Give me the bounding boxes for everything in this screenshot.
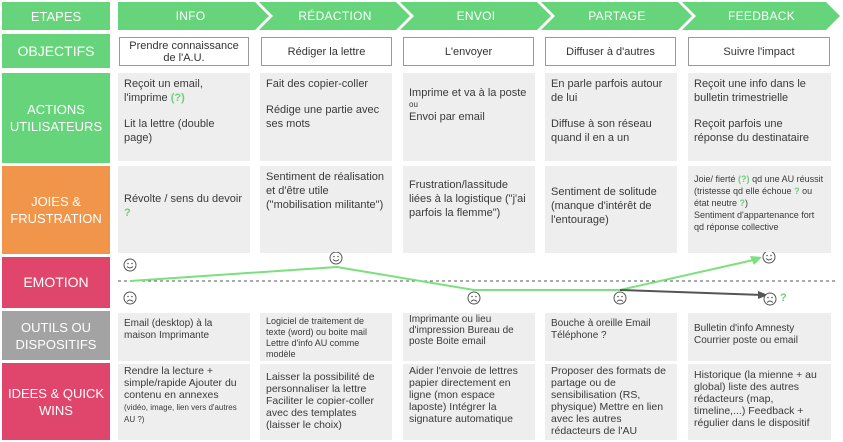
idees-info: Rendre la lecture + simple/rapide Ajoute… xyxy=(118,364,250,440)
idees-envoi: Aider l'envoie de lettres papier directe… xyxy=(403,364,535,440)
joies-feedback-b: qd une AU réussit (tristesse qd elle éch… xyxy=(694,174,824,196)
outils-feedback: Bulletin d'info Amnesty Courrier poste o… xyxy=(688,313,831,361)
row-label-outils: OUTILS OU DISPOSITIFS xyxy=(2,311,110,360)
face-happy-icon xyxy=(329,252,343,265)
outils-partage-text: Bouche à oreille Email Téléphone ? xyxy=(551,318,651,341)
row-label-objectifs: OBJECTIFS xyxy=(2,34,110,68)
row-label-actions: ACTIONS UTILISATEURS xyxy=(2,73,110,163)
chevron-feedback xyxy=(682,2,840,30)
joies-partage-text: Sentiment de solitude (manque d'intérêt … xyxy=(551,186,657,226)
chevron-redaction xyxy=(259,2,410,30)
actions-envoi: Imprime et va à la poste ou Envoi par em… xyxy=(403,73,535,161)
chevron-partage xyxy=(541,2,692,30)
idees-feedback: Historique (la mienne + au global) liste… xyxy=(688,364,831,440)
idees-feedback-text: Historique (la mienne + au global) liste… xyxy=(694,369,817,429)
arrow-head-dark xyxy=(758,291,768,299)
outils-envoi: Imprimante ou lieu d'impression Bureau d… xyxy=(403,313,535,361)
stage-envoi: ENVOI xyxy=(456,9,496,23)
question-mark: (?) xyxy=(738,174,750,184)
arrow-head-green xyxy=(750,256,762,265)
actions-info-a: Reçoit un email, l'imprime xyxy=(124,78,203,104)
idees-partage-text: Proposer des formats de partage ou de se… xyxy=(551,365,666,437)
stage-info: INFO xyxy=(175,9,206,23)
row-label-joies: JOIES & FRUSTRATION xyxy=(2,166,110,254)
idees-redaction: Laisser la possibilité de personnaliser … xyxy=(260,364,392,440)
joies-feedback-d: ) xyxy=(745,198,749,208)
objective-envoi: L'envoyer xyxy=(403,37,534,66)
joies-feedback-a: Joie/ fierté xyxy=(694,174,736,184)
actions-partage-b: Diffuse à son réseau quand il en a un xyxy=(551,118,652,144)
objective-info: Prendre connaissance de l'A.U. xyxy=(119,37,249,66)
face-happy-icon xyxy=(123,258,137,272)
stage-chevrons xyxy=(118,2,840,30)
row-label-emotion: EMOTION xyxy=(2,257,110,308)
objective-partage: Diffuser à d'autres xyxy=(545,37,676,66)
outils-partage: Bouche à oreille Email Téléphone ? xyxy=(545,313,677,361)
stage-redaction: RÉDACTION xyxy=(298,9,372,23)
question-mark: ? xyxy=(794,186,800,196)
joies-redaction-text: Sentiment de réalisation et d'être utile… xyxy=(266,171,385,211)
actions-feedback-a: Reçoit une info dans le bulletin trimest… xyxy=(694,78,806,104)
idees-info-b: (vidéo, image, lien vers d'autres AU ?) xyxy=(124,403,237,424)
face-sad-icon xyxy=(123,291,137,305)
outils-redaction-text: Logiciel de traitement de texte (word) o… xyxy=(266,316,368,359)
actions-feedback-b: Reçoit parfois une réponse du destinatai… xyxy=(694,118,809,144)
emotion-question-mark: ? xyxy=(780,292,787,304)
joies-partage: Sentiment de solitude (manque d'intérêt … xyxy=(545,166,677,253)
objective-feedback: Suivre l'impact xyxy=(688,37,830,66)
actions-partage-a: En parle parfois autour de lui xyxy=(551,78,663,104)
idees-partage: Proposer des formats de partage ou de se… xyxy=(545,364,677,440)
question-mark: ? xyxy=(124,207,131,219)
face-happy-icon xyxy=(762,252,776,264)
actions-envoi-ou: ou xyxy=(409,100,418,109)
face-sad-icon xyxy=(763,292,777,306)
actions-info: Reçoit un email, l'imprime (?) Lit la le… xyxy=(118,73,250,161)
emotion-line-green xyxy=(129,258,759,291)
actions-feedback: Reçoit une info dans le bulletin trimest… xyxy=(688,73,831,161)
actions-redaction: Fait des copier-coller Rédige une partie… xyxy=(260,73,392,161)
stage-feedback: FEEDBACK xyxy=(727,9,796,23)
chevron-envoi xyxy=(400,2,551,30)
actions-redaction-b: Rédige une partie avec ses mots xyxy=(266,104,380,130)
outils-info: Email (desktop) à la maison Imprimante xyxy=(118,313,250,361)
joies-feedback-e: Sentiment d'appartenance fort qd réponse… xyxy=(694,210,815,232)
question-mark: ? xyxy=(739,198,746,208)
actions-info-b: Lit la lettre (double page) xyxy=(124,118,215,144)
idees-info-a: Rendre la lecture + simple/rapide Ajoute… xyxy=(124,365,237,401)
actions-redaction-a: Fait des copier-coller xyxy=(266,78,369,90)
idees-envoi-text: Aider l'envoie de lettres papier directe… xyxy=(409,365,518,425)
emotion-line-dark xyxy=(619,289,764,296)
row-label-idees: IDEES & QUICK WINS xyxy=(2,363,110,440)
chevron-info xyxy=(118,2,269,30)
outils-feedback-text: Bulletin d'info Amnesty Courrier poste o… xyxy=(694,323,798,346)
outils-info-text: Email (desktop) à la maison Imprimante xyxy=(124,318,213,341)
actions-partage: En parle parfois autour de lui Diffuse à… xyxy=(545,73,677,161)
actions-envoi-b: Envoi par email xyxy=(409,111,485,123)
outils-redaction: Logiciel de traitement de texte (word) o… xyxy=(260,313,392,361)
joies-envoi-text: Frustration/lassitude liées à la logisti… xyxy=(409,179,526,219)
joies-feedback-c: ou état neutre xyxy=(694,186,813,208)
stage-partage: PARTAGE xyxy=(588,9,646,23)
objective-redaction: Rédiger la lettre xyxy=(261,37,392,66)
face-sad-icon xyxy=(613,291,627,305)
outils-envoi-text: Imprimante ou lieu d'impression Bureau d… xyxy=(409,314,514,347)
row-label-etapes: ETAPES xyxy=(2,2,110,30)
idees-redaction-text: Laisser la possibilité de personnaliser … xyxy=(266,371,375,431)
joies-info: Révolte / sens du devoir ? xyxy=(118,166,250,253)
joies-info-text: Révolte / sens du devoir xyxy=(124,193,243,205)
joies-feedback: Joie/ fierté (?) qd une AU réussit (tris… xyxy=(688,166,831,253)
joies-redaction: Sentiment de réalisation et d'être utile… xyxy=(260,166,392,253)
joies-envoi: Frustration/lassitude liées à la logisti… xyxy=(403,166,535,253)
actions-envoi-a: Imprime et va à la poste xyxy=(409,87,527,99)
question-mark: (?) xyxy=(170,92,185,104)
emotion-curve xyxy=(118,252,838,306)
face-sad-icon xyxy=(467,291,481,305)
